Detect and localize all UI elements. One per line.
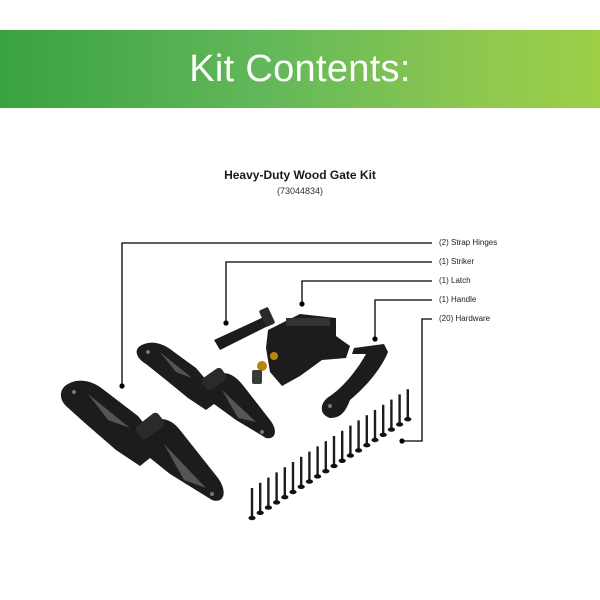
label-handle: (1) Handle [439,295,477,304]
screw [404,389,412,422]
screw [289,462,297,495]
screw [363,415,371,448]
screw [281,467,289,500]
latch-icon [252,314,350,386]
screw [387,399,395,432]
screw [248,488,256,521]
screw [297,456,305,489]
strap-hinge-icon [60,380,224,501]
label-latch: (1) Latch [439,276,471,285]
screw [330,436,338,469]
leader-dots [119,301,405,444]
label-striker: (1) Striker [439,257,475,266]
screw [256,482,264,515]
product-sku: (73044834) [276,186,324,196]
screw [273,472,281,505]
handle-icon [321,344,388,418]
screw [264,477,272,510]
screw [322,441,330,474]
screw [355,420,363,453]
strap-hinge-icon [136,342,275,439]
screw [314,446,322,479]
screw [305,451,313,484]
label-strap-hinges: (2) Strap Hinges [439,238,498,247]
leader-handle [374,299,432,338]
label-hardware: (20) Hardware [439,314,491,323]
screw [379,404,387,437]
screw-icon [248,389,412,521]
screw [371,410,379,443]
screw [346,425,354,458]
leader-strap-hinges [121,242,432,385]
leader-lines [121,242,432,442]
leader-latch [301,280,432,303]
product-title: Heavy-Duty Wood Gate Kit [224,168,376,182]
leader-hardware [404,318,432,442]
kit-contents-banner: Kit Contents: [0,30,600,108]
leader-striker [225,261,432,322]
screw [396,394,404,427]
screw [338,430,346,463]
banner-title: Kit Contents: [189,47,411,90]
striker-icon [214,307,275,350]
